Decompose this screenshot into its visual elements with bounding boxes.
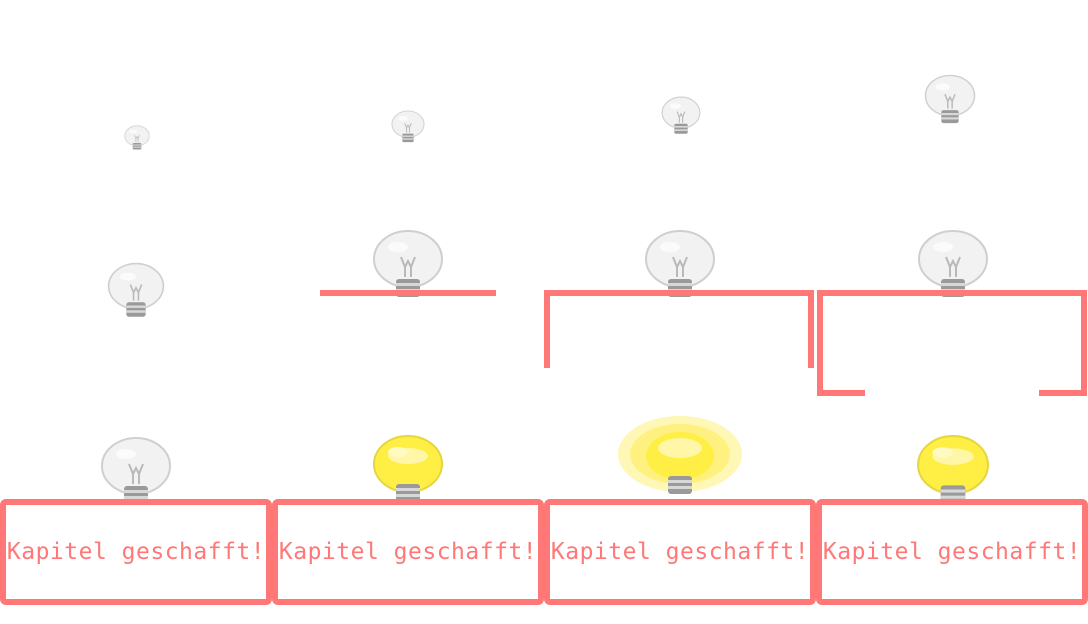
ledge-line <box>320 290 496 296</box>
chapter-complete-panel: Kapitel geschafft! <box>0 499 272 605</box>
lightbulb-off-icon <box>644 229 716 299</box>
lightbulb-off-icon <box>391 110 425 143</box>
bulb-graphic <box>917 435 989 504</box>
bracket-left <box>544 290 550 368</box>
bracket-right <box>1081 290 1087 396</box>
panel-label: Kapitel geschafft! <box>278 539 538 565</box>
bulb-graphic <box>661 96 701 134</box>
bulb-graphic <box>918 230 988 297</box>
bulb-graphic <box>391 110 425 143</box>
chapter-complete-panel: Kapitel geschafft! <box>272 499 544 605</box>
panel-label: Kapitel geschafft! <box>550 539 810 565</box>
panel-label: Kapitel geschafft! <box>822 539 1082 565</box>
lightbulb-off-icon <box>661 96 701 135</box>
bulb-graphic <box>101 437 171 504</box>
bracket-top <box>817 290 1087 296</box>
lightbulb-glowing-icon <box>616 414 744 498</box>
lightbulb-off-icon <box>124 125 150 150</box>
bulb-graphic <box>107 262 165 317</box>
chapter-complete-panel: Kapitel geschafft! <box>816 499 1088 605</box>
lightbulb-off-icon <box>100 436 172 506</box>
lightbulb-on-icon <box>916 434 990 506</box>
bulb-graphic <box>373 435 443 502</box>
lightbulb-off-icon <box>924 74 976 125</box>
lightbulb-off-icon <box>917 229 989 299</box>
chapter-complete-panel: Kapitel geschafft! <box>544 499 816 605</box>
panel-label: Kapitel geschafft! <box>6 539 266 565</box>
lightbulb-off-icon <box>107 262 165 318</box>
bracket-foot-right <box>1039 390 1087 396</box>
bracket-top <box>544 290 814 296</box>
bulb-graphic <box>373 230 443 297</box>
bulb-graphic <box>924 74 976 124</box>
bracket-left <box>817 290 823 396</box>
bracket-foot-left <box>817 390 865 396</box>
bulb-graphic <box>645 230 715 297</box>
lightbulb-on-icon <box>372 434 444 504</box>
bulb-graphic <box>618 416 742 494</box>
bracket-right <box>808 290 814 368</box>
lightbulb-off-icon <box>372 229 444 299</box>
bulb-graphic <box>124 125 150 150</box>
